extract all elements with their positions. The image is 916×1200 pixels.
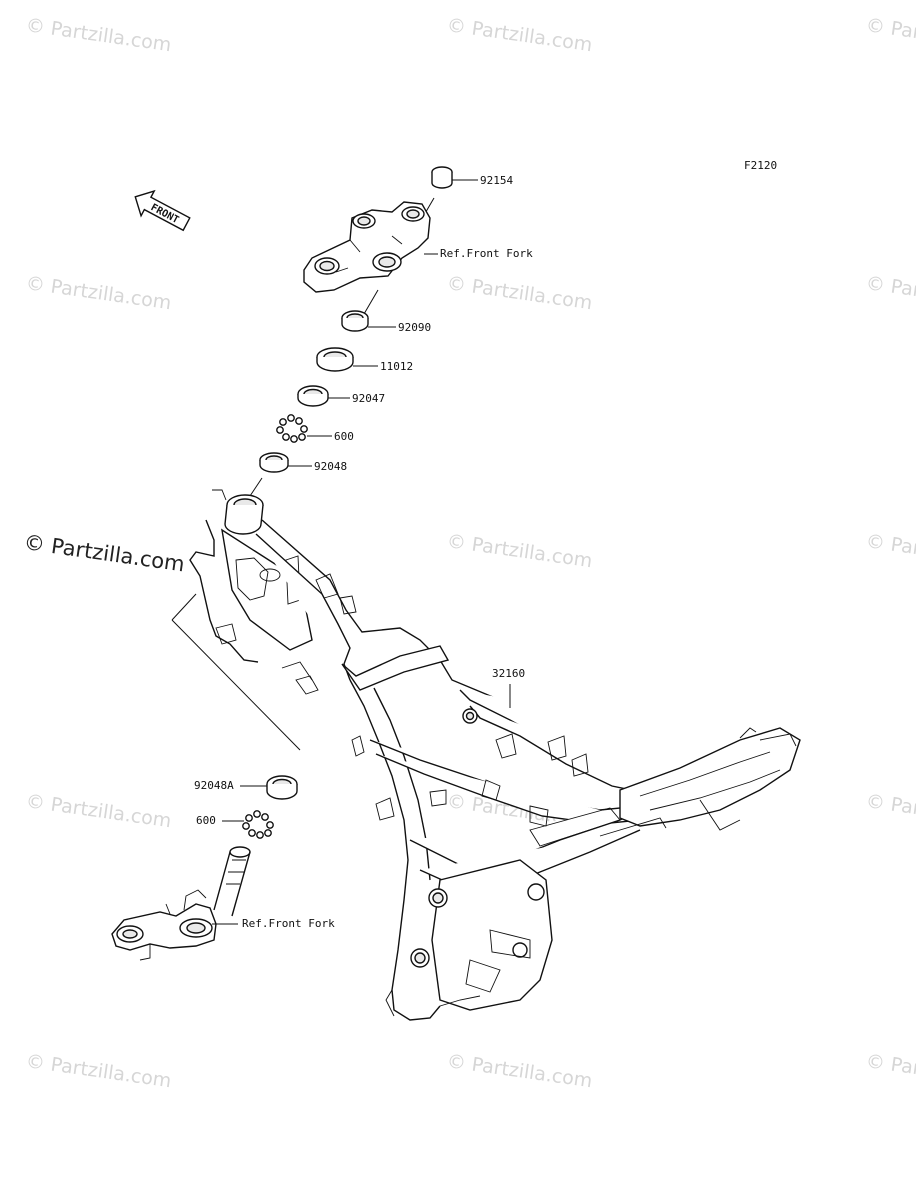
part-cap [316, 347, 378, 372]
part-steel-balls-upper [276, 414, 332, 443]
callout-cap: 11012 [380, 360, 414, 373]
callout-balls-lower: 600 [196, 814, 216, 827]
callout-ref-front-fork-lower: Ref.Front Fork [242, 917, 335, 930]
leader-lower-race [171, 593, 301, 751]
part-race-upper [249, 452, 312, 497]
callout-balls-upper: 600 [334, 430, 354, 443]
part-seal-upper [341, 310, 396, 332]
part-steering-stem-nut [419, 166, 478, 223]
part-washer [297, 385, 350, 407]
callout-race-upper: 92048 [314, 460, 348, 473]
part-steel-balls-lower [222, 810, 274, 839]
callout-race-lower: 92048A [194, 779, 234, 792]
callout-seal-upper: 92090 [398, 321, 432, 334]
part-upper-bracket [303, 201, 438, 315]
part-race-lower [240, 775, 298, 800]
part-main-frame [189, 489, 801, 1021]
front-arrow-icon: FRONT [134, 189, 191, 232]
callout-frame: 32160 [492, 667, 526, 680]
callout-nut: 92154 [480, 174, 514, 187]
callout-ref-front-fork-upper: Ref.Front Fork [440, 247, 533, 260]
part-steering-stem-lower [111, 846, 251, 961]
diagram-code: F2120 [744, 159, 778, 172]
callout-washer: 92047 [352, 392, 386, 405]
